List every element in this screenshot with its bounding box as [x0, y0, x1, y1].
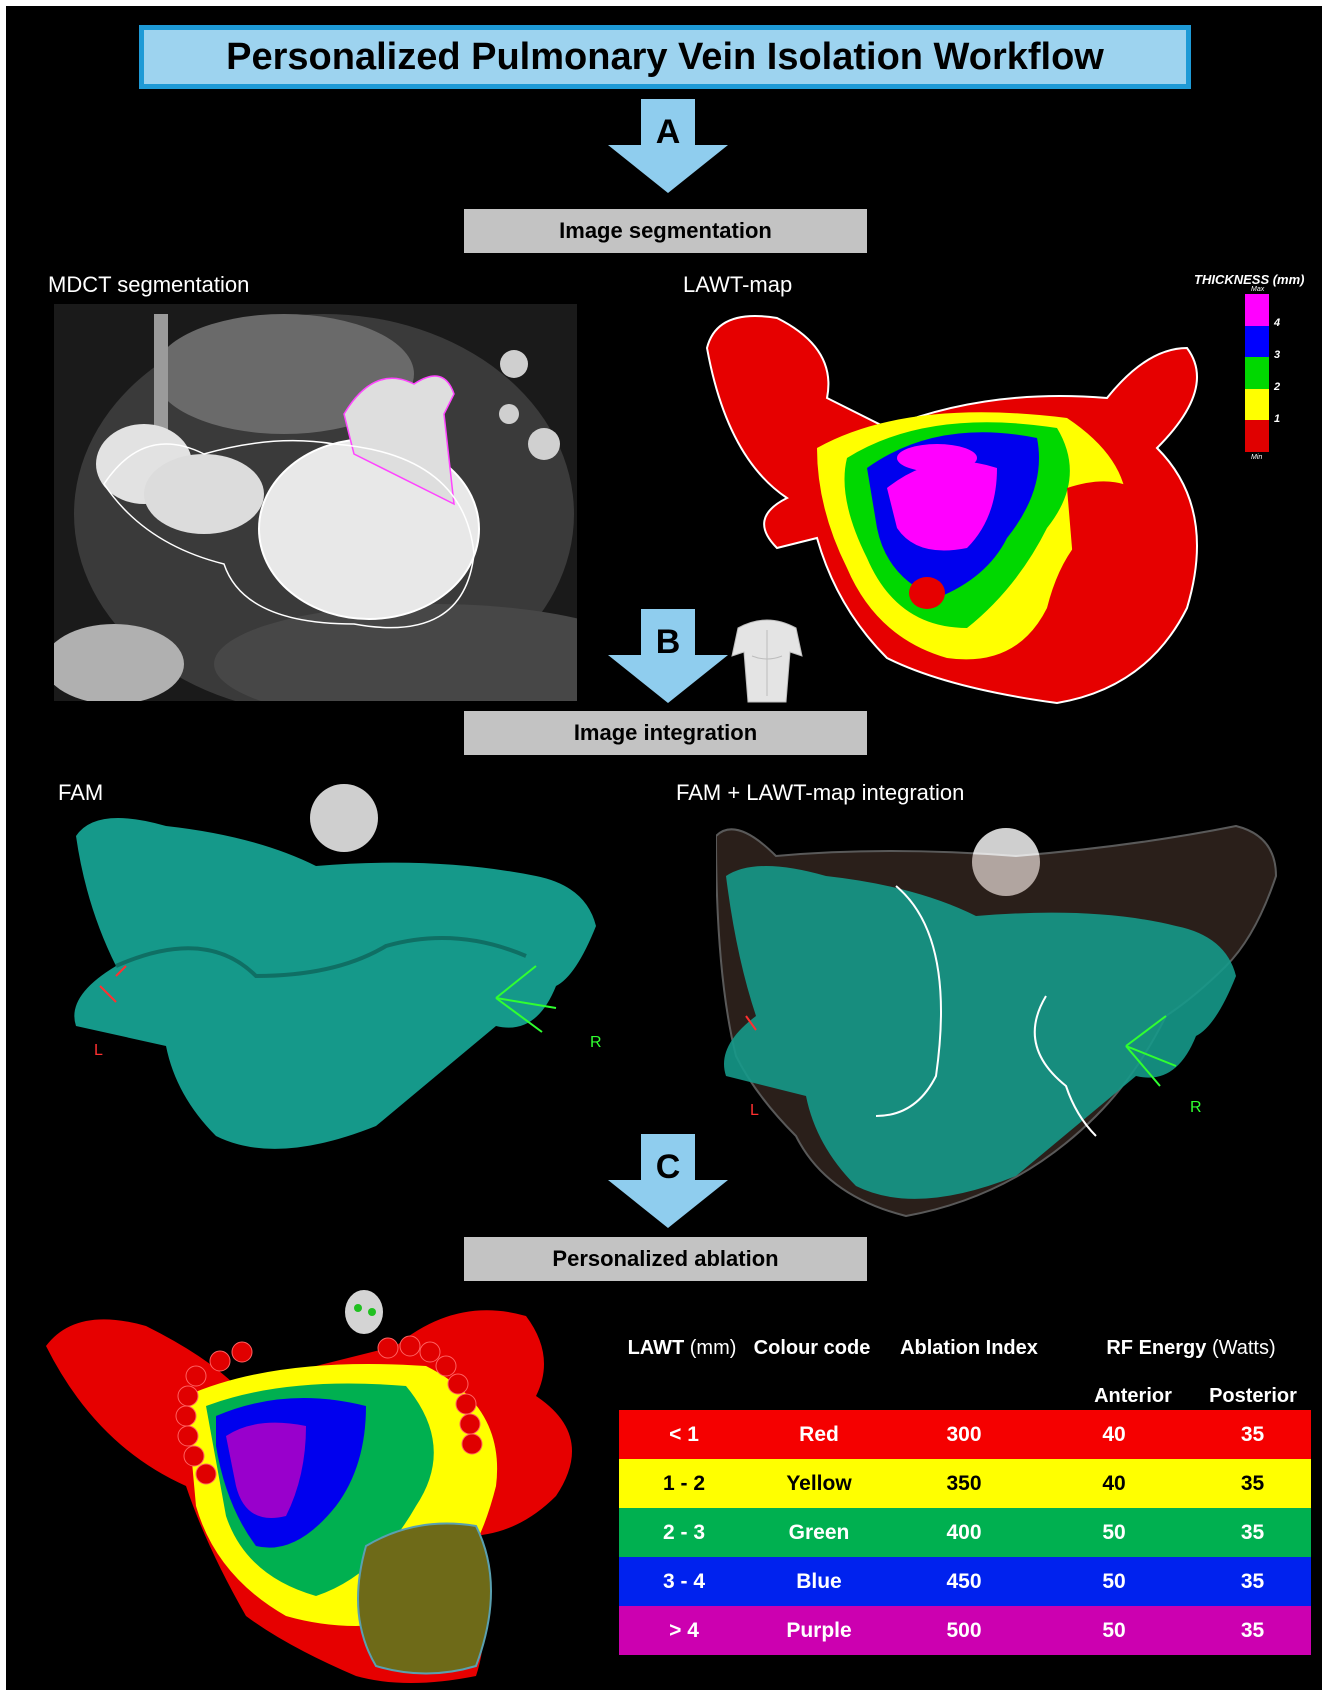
cell-anterior: 50 [1102, 1618, 1126, 1642]
table-row: > 4 Purple 500 50 35 [619, 1606, 1311, 1655]
label-mdct-segmentation: MDCT segmentation [48, 272, 250, 297]
step-b-letter: B [655, 623, 681, 661]
table-row: < 1 Red 300 40 35 [619, 1410, 1311, 1459]
step-c-arrow: C [608, 1134, 728, 1228]
cell-colour: Red [799, 1422, 839, 1446]
cell-ablation-index: 300 [946, 1422, 982, 1446]
figure-frame: Personalized Pulmonary Vein Isolation Wo… [6, 6, 1322, 1690]
step-a-letter: A [655, 113, 681, 151]
orientation-sphere-icon [310, 784, 378, 852]
figure-title: Personalized Pulmonary Vein Isolation Wo… [139, 25, 1191, 89]
legend-tick-3: 3 [1274, 349, 1281, 361]
cell-anterior: 50 [1102, 1520, 1126, 1544]
cell-posterior: 35 [1240, 1618, 1265, 1642]
label-fam: FAM [58, 780, 104, 805]
step-b-arrow: B [608, 609, 728, 703]
cell-lawt: 1 - 2 [662, 1471, 706, 1495]
header-rf-energy: RF Energy (Watts) [1106, 1337, 1276, 1359]
scale-segment-4plus [1245, 294, 1269, 326]
legend-tick-1: 1 [1274, 413, 1281, 425]
personalized-ablation-image [46, 1290, 572, 1683]
marker-right-integration: R [1190, 1099, 1202, 1116]
step-a-arrow: A [608, 99, 728, 193]
ablation-parameters-table: < 1 Red 300 40 35 1 - 2 Yellow 350 40 35 2 - 3 Gree… [619, 1410, 1311, 1655]
cell-lawt: 2 - 3 [662, 1520, 706, 1544]
fam-image [74, 784, 597, 1149]
cell-anterior: 40 [1102, 1471, 1126, 1495]
thickness-legend-title: THICKNESS (mm) [1194, 272, 1305, 287]
table-row: 2 - 3 Green 400 50 35 [619, 1508, 1311, 1557]
orientation-sphere-icon [972, 828, 1040, 896]
cell-colour: Purple [786, 1618, 852, 1642]
fam-lawt-integration-image [716, 824, 1278, 1218]
step-c-letter: C [655, 1148, 681, 1186]
stage-personalized-ablation: Personalized ablation [464, 1237, 867, 1281]
legend-tick-4: 4 [1274, 317, 1281, 329]
header-ablation-index: Ablation Index [900, 1337, 1038, 1359]
lawt-map-image [705, 315, 1198, 705]
header-colour-code: Colour code [753, 1337, 871, 1359]
head-orientation-icon [345, 1290, 383, 1334]
cell-colour: Yellow [786, 1471, 852, 1495]
label-lawt-map: LAWT-map [683, 272, 793, 297]
cell-posterior: 35 [1240, 1520, 1265, 1544]
stage-image-segmentation: Image segmentation [464, 209, 867, 253]
scale-segment-2-3 [1245, 357, 1269, 389]
torso-orientation-icon [731, 619, 803, 703]
cell-posterior: 35 [1240, 1569, 1265, 1593]
thickness-legend-max: Max [1251, 286, 1265, 293]
header-posterior: Posterior [1209, 1385, 1297, 1407]
stage-image-integration: Image integration [464, 711, 867, 755]
mdct-ct-image [54, 304, 577, 701]
cell-posterior: 35 [1240, 1422, 1265, 1446]
table-row: 1 - 2 Yellow 350 40 35 [619, 1459, 1311, 1508]
thickness-color-scale [1245, 294, 1269, 452]
cell-colour: Blue [796, 1569, 842, 1593]
cell-ablation-index: 350 [946, 1471, 982, 1495]
cell-ablation-index: 450 [946, 1569, 982, 1593]
cell-anterior: 50 [1102, 1569, 1126, 1593]
legend-tick-2: 2 [1274, 381, 1281, 393]
marker-right: R [590, 1034, 602, 1051]
header-lawt: LAWT (mm) [627, 1337, 737, 1359]
scale-segment-under-1 [1245, 420, 1269, 452]
thickness-legend-min: Min [1251, 454, 1263, 461]
table-row: 3 - 4 Blue 450 50 35 [619, 1557, 1311, 1606]
cell-lawt: < 1 [669, 1422, 699, 1446]
cell-lawt: > 4 [669, 1618, 699, 1642]
cell-anterior: 40 [1102, 1422, 1126, 1446]
marker-left: L [94, 1042, 103, 1059]
scale-segment-3-4 [1245, 325, 1269, 358]
scale-segment-1-2 [1245, 388, 1269, 421]
cell-posterior: 35 [1240, 1471, 1265, 1495]
cell-ablation-index: 500 [946, 1618, 982, 1642]
cell-colour: Green [788, 1520, 850, 1544]
cell-ablation-index: 400 [946, 1520, 982, 1544]
label-fam-lawt-integration: FAM + LAWT-map integration [676, 780, 965, 805]
cell-lawt: 3 - 4 [662, 1569, 706, 1593]
header-anterior: Anterior [1094, 1385, 1172, 1407]
marker-left-integration: L [750, 1102, 759, 1119]
